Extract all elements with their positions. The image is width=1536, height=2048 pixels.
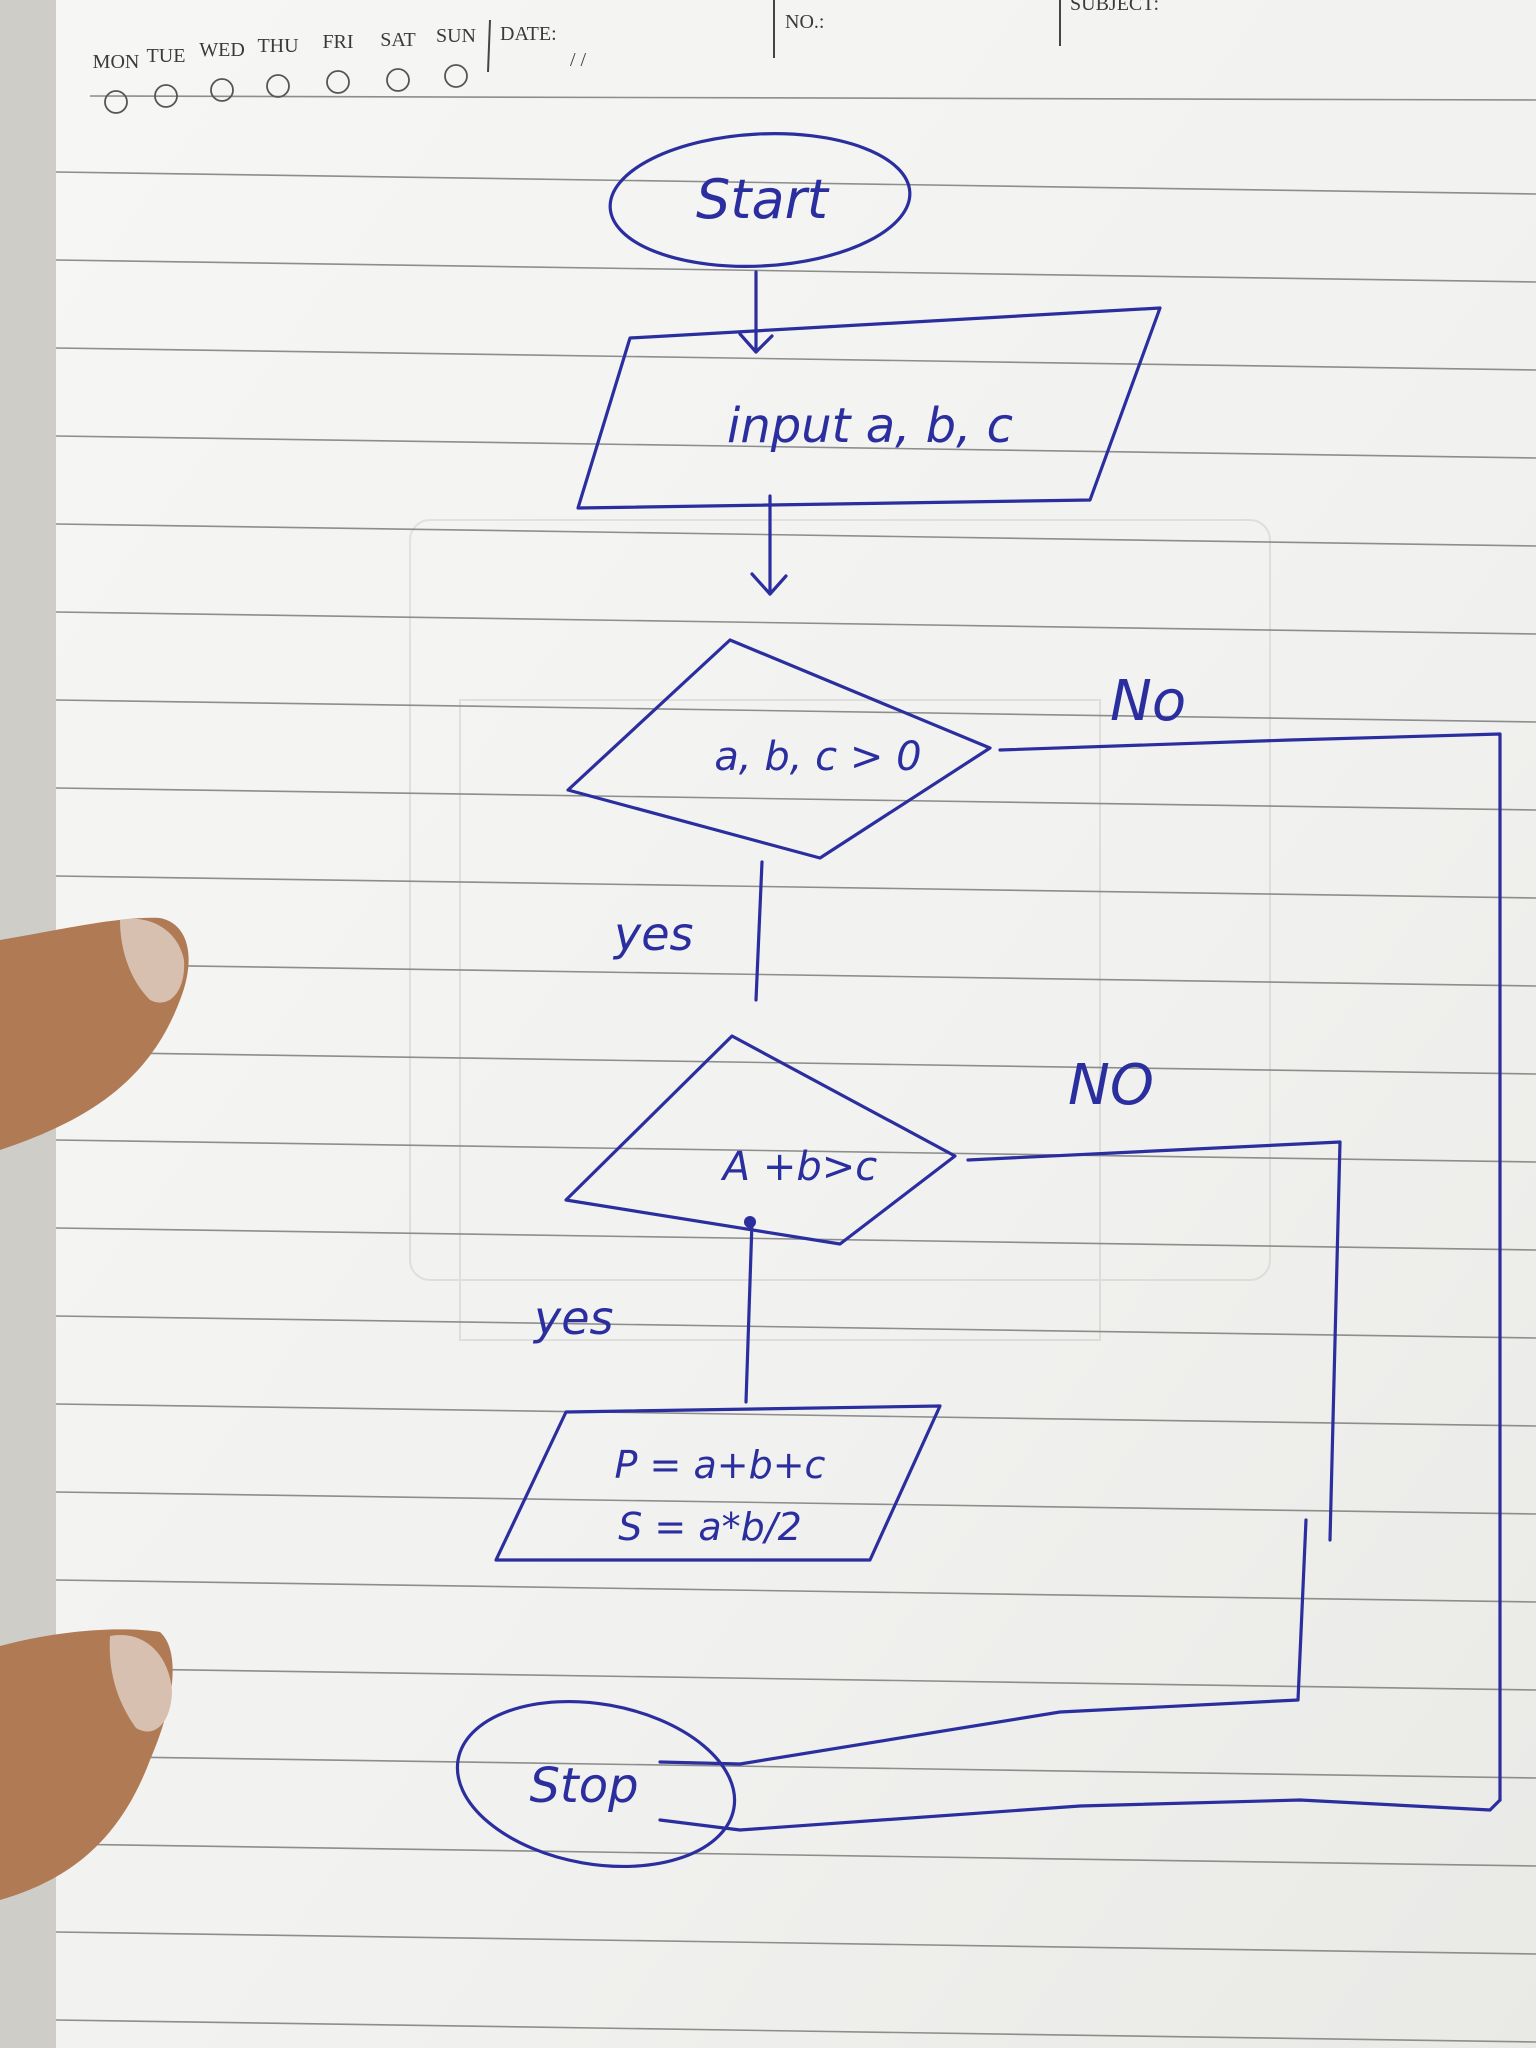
- start-label: Start: [696, 168, 830, 231]
- ruled-line: [55, 1051, 1536, 1075]
- decision2-yes-connector: [744, 1220, 754, 1404]
- input-parallelogram: [576, 306, 1162, 510]
- decision1-label: a, b, c > 0: [714, 734, 921, 780]
- notebook-page: [50, 0, 1536, 2048]
- weekday-checkbox-wed[interactable]: [210, 78, 234, 102]
- date-label: DATE:: [500, 23, 557, 45]
- weekday-label-tue: TUE: [147, 45, 186, 67]
- ruled-line: [55, 1579, 1536, 1603]
- decision1-yes-connector: [754, 860, 764, 1002]
- ruled-line: [55, 435, 1536, 459]
- decision2-no-connector: [966, 1140, 1342, 1542]
- decision1-yes-label: yes: [612, 907, 694, 961]
- ruled-line: [55, 1843, 1536, 1867]
- ruled-line: [55, 523, 1536, 547]
- ruled-line: [55, 259, 1536, 283]
- decision2-diamond: [564, 1034, 957, 1246]
- weekday-label-sat: SAT: [380, 29, 416, 51]
- decision1-diamond: [566, 638, 992, 860]
- ruled-line: [55, 699, 1536, 723]
- decision2-no-return: [658, 1518, 1308, 1766]
- notebook-header: MON TUE WED THU FRI SAT SUN DATE: / / NO.: SUB…: [93, 0, 1159, 114]
- ruled-line: [55, 611, 1536, 635]
- ruled-line: [55, 1139, 1536, 1163]
- stop-terminal: [455, 1699, 737, 1869]
- weekday-selector: MON TUE WED THU FRI SAT SUN: [93, 25, 476, 114]
- ruled-line: [55, 2019, 1536, 2043]
- ruled-line: [55, 1227, 1536, 1251]
- process-line-1: P = a+b+c: [615, 1443, 826, 1487]
- ruled-line: [55, 1403, 1536, 1427]
- header-rule: [89, 95, 1536, 101]
- start-terminal: [608, 132, 912, 268]
- weekday-checkbox-sat[interactable]: [386, 68, 410, 92]
- decision2-yes-label: yes: [532, 1291, 614, 1345]
- weekday-checkbox-thu[interactable]: [266, 74, 290, 98]
- decision1-no-connector: [998, 732, 1502, 1802]
- decision2-label: A +b>c: [720, 1144, 878, 1190]
- ruled-lines: [55, 95, 1536, 2043]
- number-label: NO.:: [785, 11, 824, 33]
- stop-label: Stop: [529, 1758, 638, 1814]
- weekday-checkbox-mon[interactable]: [104, 90, 128, 114]
- weekday-checkbox-tue[interactable]: [154, 84, 178, 108]
- weekday-checkbox-sun[interactable]: [444, 64, 468, 88]
- weekday-label-fri: FRI: [322, 31, 353, 53]
- decision1-no-label: No: [1110, 669, 1186, 734]
- date-value: / /: [570, 49, 587, 71]
- arrow-input-to-decision1: [750, 494, 788, 596]
- weekday-checkbox-fri[interactable]: [326, 70, 350, 94]
- weekday-label-mon: MON: [93, 51, 140, 73]
- weekday-label-wed: WED: [199, 39, 245, 61]
- decision2-no-label: NO: [1068, 1053, 1154, 1118]
- process-line-2: S = a*b/2: [618, 1505, 802, 1549]
- ruled-line: [55, 1667, 1536, 1691]
- weekday-label-sun: SUN: [436, 25, 476, 47]
- ruled-line: [55, 1755, 1536, 1779]
- ruled-line: [55, 875, 1536, 899]
- weekday-label-thu: THU: [257, 35, 299, 57]
- fingers: [0, 917, 189, 1900]
- ruled-line: [55, 787, 1536, 811]
- arrow-start-to-input: [738, 270, 774, 354]
- ruled-line: [55, 171, 1536, 195]
- subject-label: SUBJECT:: [1070, 0, 1159, 15]
- ruled-line: [55, 963, 1536, 987]
- ruled-line: [55, 1491, 1536, 1515]
- ruled-line: [55, 347, 1536, 371]
- ruled-line: [55, 1315, 1536, 1339]
- flowchart: Start input a, b, c a, b, c > 0 No yes A…: [455, 132, 1502, 1869]
- process-parallelogram: [494, 1404, 942, 1562]
- input-label: input a, b, c: [727, 398, 1013, 454]
- ruled-line: [55, 1931, 1536, 1955]
